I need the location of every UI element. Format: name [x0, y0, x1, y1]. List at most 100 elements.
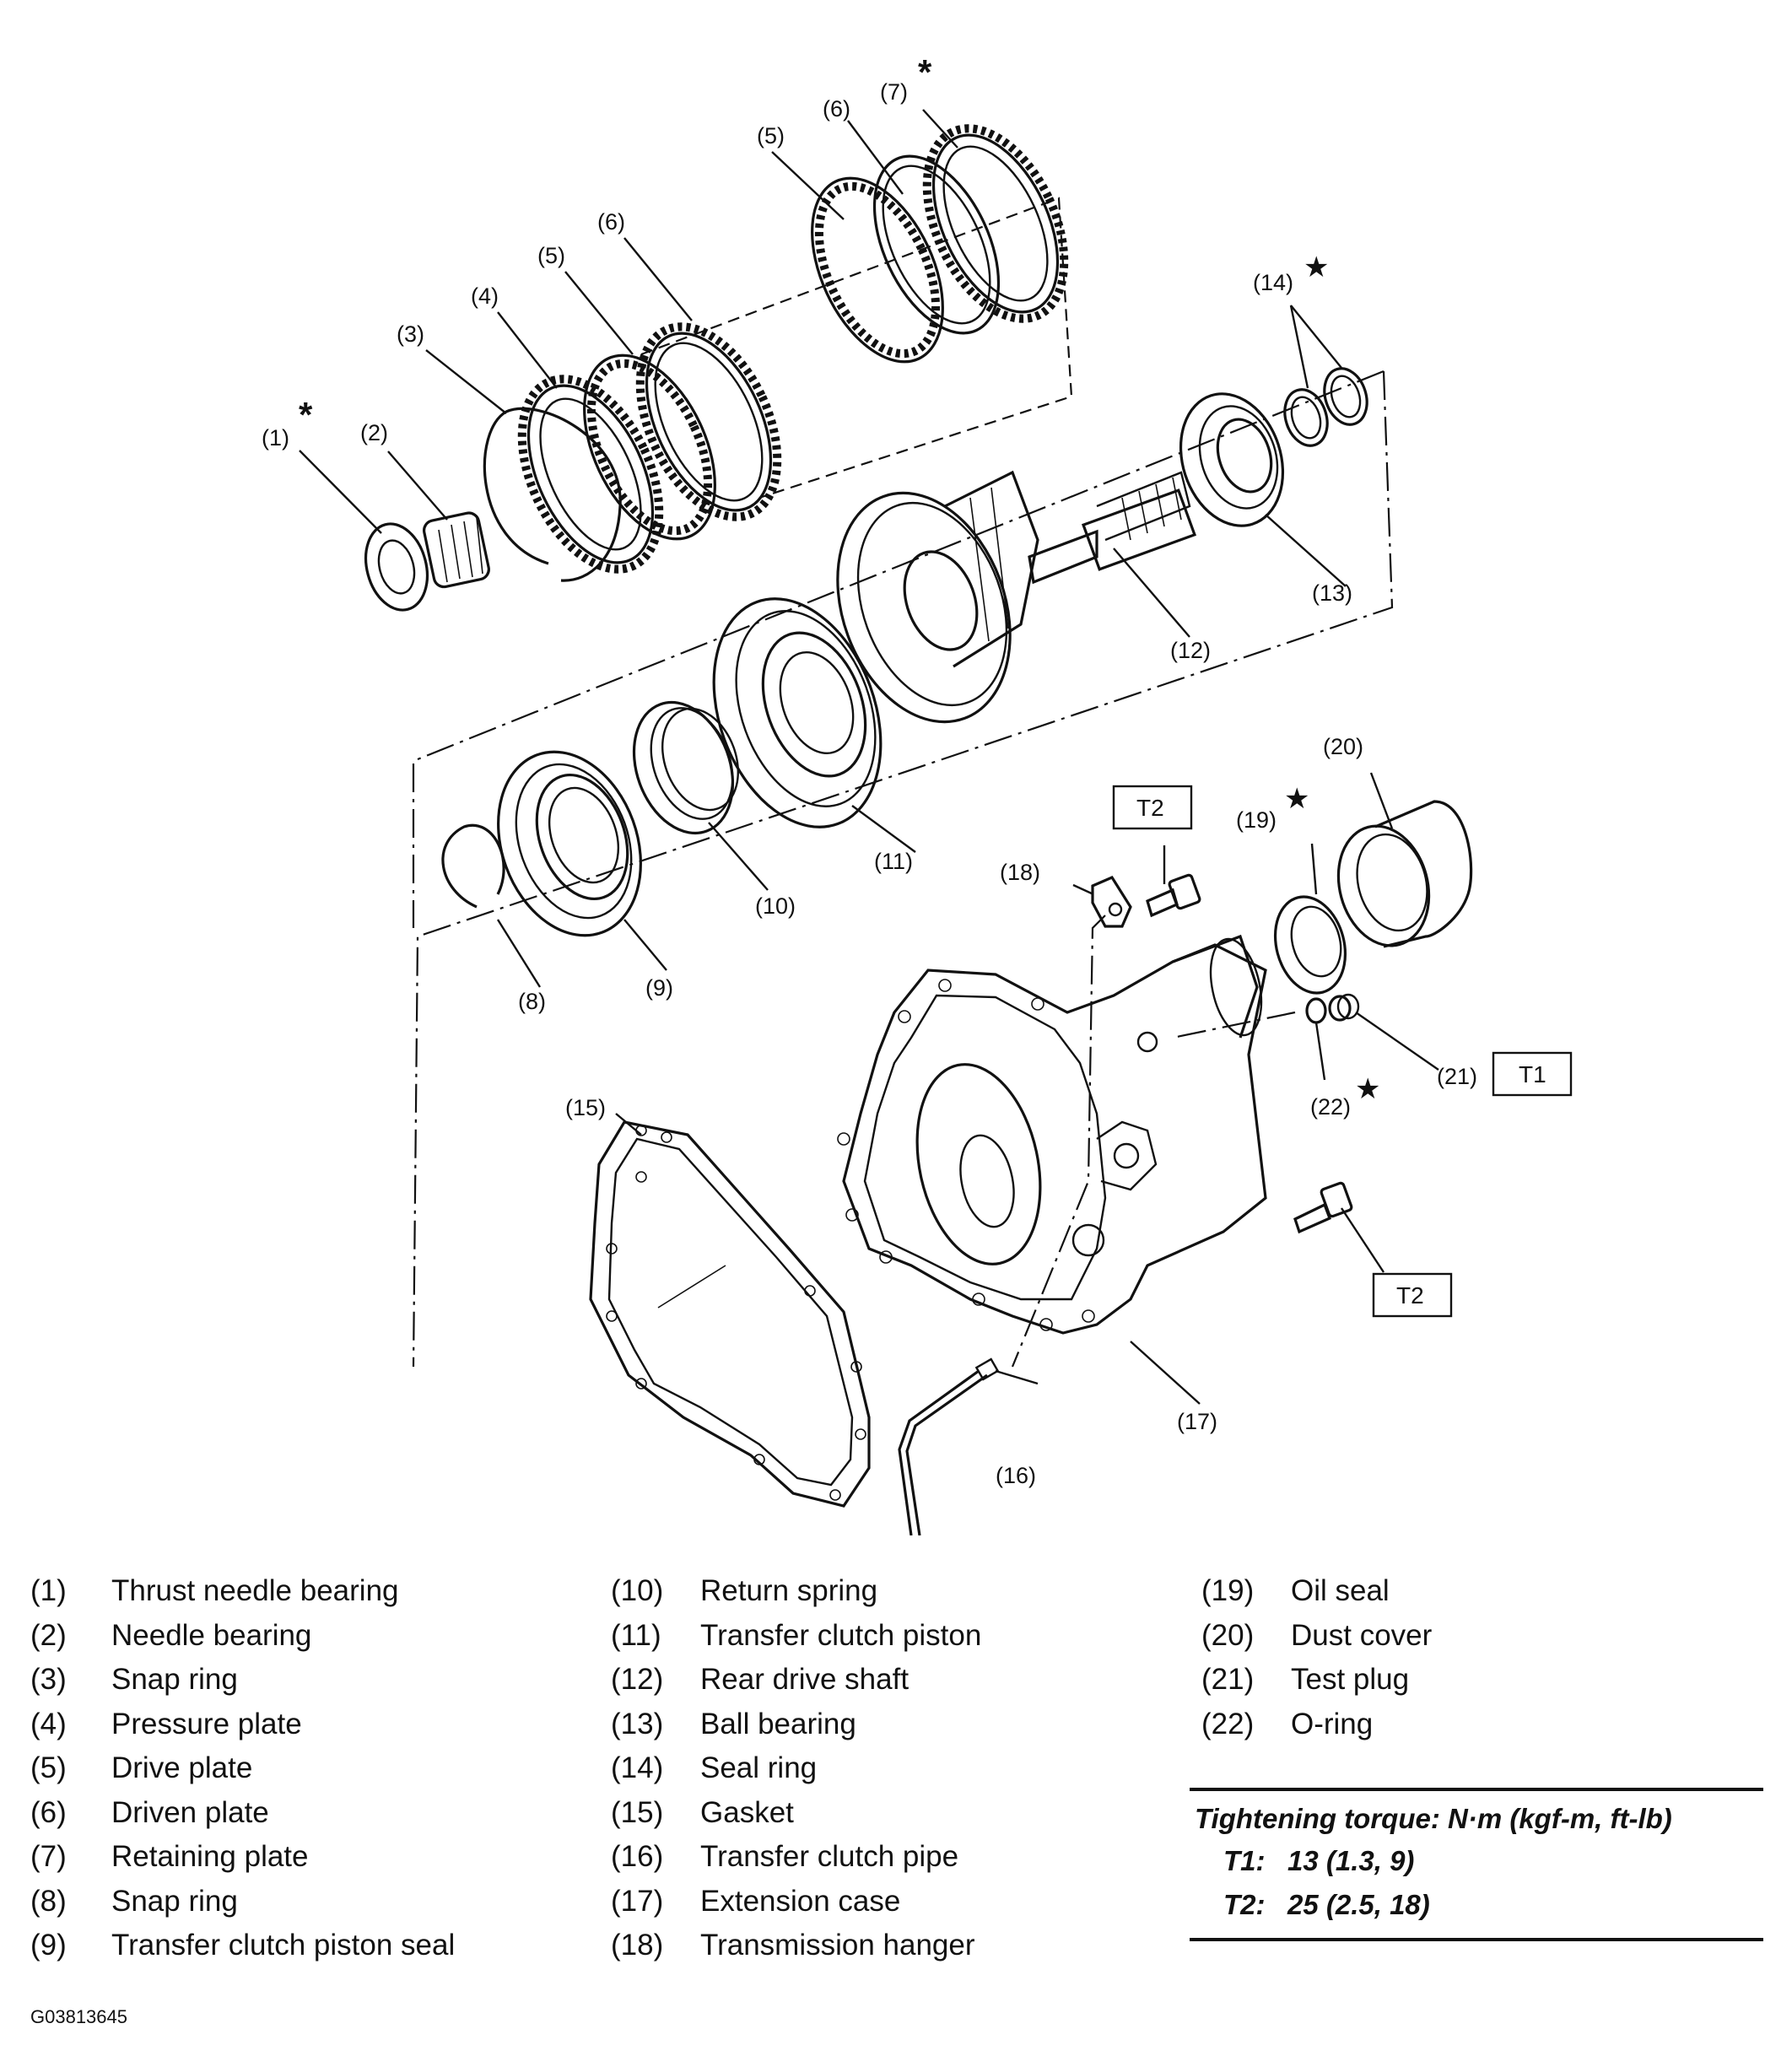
- callout-6-upper: (6): [823, 96, 850, 121]
- legend-item-number: (7): [30, 1840, 67, 1873]
- exploded-view-diagram: (1) (2) (3) (4) (5) (6) (5) (6) (7) (14)…: [262, 52, 1573, 1535]
- callout-3: (3): [397, 321, 424, 347]
- legend-item-label: Extension case: [700, 1884, 901, 1918]
- part-snap-ring-small: [441, 823, 505, 909]
- legend-item-number: (16): [611, 1840, 664, 1873]
- callout-6-lower: (6): [597, 209, 625, 235]
- legend-item: (20)Dust cover: [1201, 1614, 1741, 1659]
- callout-5-lower: (5): [537, 243, 565, 268]
- callout-16: (16): [996, 1463, 1036, 1488]
- legend-item-label: Thrust needle bearing: [111, 1574, 399, 1607]
- legend-item-number: (17): [611, 1884, 664, 1918]
- torque-box-t2-top: T2: [1112, 785, 1193, 830]
- part-extension-case: [837, 934, 1267, 1335]
- legend-item-number: (6): [30, 1795, 67, 1829]
- legend-item-label: Oil seal: [1291, 1574, 1390, 1607]
- callout-21: (21): [1437, 1064, 1477, 1089]
- legend-item-label: Driven plate: [111, 1795, 269, 1829]
- legend-item: (10)Return spring: [611, 1569, 1151, 1614]
- legend-item: (17) Extension case: [611, 1880, 1151, 1924]
- torque-key: T1:: [1223, 1845, 1266, 1876]
- torque-value: 25 (2.5, 18): [1287, 1889, 1430, 1920]
- callout-5-upper: (5): [757, 123, 785, 148]
- part-gasket: [589, 1120, 871, 1508]
- legend-column-2: (10)Return spring (11) Transfer clutch pis…: [611, 1569, 1151, 1968]
- legend-item: (7)Retaining plate: [30, 1835, 570, 1880]
- legend-item-label: Snap ring: [111, 1884, 238, 1918]
- legend-item: (12)Rear drive shaft: [611, 1658, 1151, 1703]
- svg-text:T2: T2: [1136, 795, 1164, 821]
- part-transfer-clutch-piston-seal: [497, 750, 642, 937]
- legend-item-label: Drive plate: [111, 1751, 253, 1784]
- legend-item-label: Pressure plate: [111, 1707, 302, 1740]
- legend-item: (21) Test plug: [1201, 1658, 1741, 1703]
- legend-item: (2)Needle bearing: [30, 1614, 570, 1659]
- legend-item-number: (3): [30, 1663, 67, 1696]
- svg-text:T2: T2: [1396, 1282, 1424, 1309]
- legend-item: (9) Transfer clutch piston seal: [30, 1924, 570, 1968]
- legend-item-number: (22): [1201, 1707, 1255, 1740]
- legend-item-label: Transfer clutch piston: [700, 1618, 982, 1652]
- callout-14: (14): [1253, 270, 1293, 295]
- legend-item: (16) Transfer clutch pipe: [611, 1835, 1151, 1880]
- torque-key: T2:: [1223, 1889, 1266, 1920]
- torque-table-title: Tightening torque: N·m (kgf-m, ft-lb): [1195, 1803, 1672, 1834]
- legend-item: (5) Drive plate: [30, 1746, 570, 1791]
- bolt-top: [1146, 873, 1201, 918]
- callout-7: (7): [880, 79, 908, 105]
- callout-2: (2): [360, 420, 388, 445]
- legend-item: (11) Transfer clutch piston: [611, 1614, 1151, 1659]
- callout-18: (18): [1000, 860, 1040, 885]
- callout-labels: (1) (2) (3) (4) (5) (6) (5) (6) (7) (14)…: [262, 79, 1477, 1488]
- leader-lines: [299, 109, 1439, 1405]
- torque-box-t1: T1: [1492, 1051, 1573, 1097]
- replace-marks: * * ★ ★ ★: [299, 52, 1380, 1105]
- legend-item: (1) Thrust needle bearing: [30, 1569, 570, 1614]
- legend-item-label: Transmission hanger: [700, 1929, 975, 1962]
- legend-column-3: (19)Oil seal(20)Dust cover(21)Test plug(…: [1201, 1569, 1741, 1746]
- callout-1: (1): [262, 425, 289, 451]
- asterisk-mark-7: *: [918, 52, 932, 92]
- callout-9: (9): [645, 975, 673, 1001]
- legend-item: (19)Oil seal: [1201, 1569, 1741, 1614]
- legend-column-1: (1) Thrust needle bearing (2)Needle bearin…: [30, 1569, 570, 1968]
- legend-item-number: (8): [30, 1884, 67, 1918]
- legend-item-label: Dust cover: [1291, 1618, 1433, 1652]
- svg-text:T1: T1: [1519, 1061, 1546, 1087]
- part-transmission-hanger: [1091, 875, 1132, 928]
- torque-box-t2-bottom: T2: [1372, 1272, 1453, 1318]
- legend-item-number: (14): [611, 1751, 664, 1784]
- legend-item-label: Test plug: [1291, 1663, 1410, 1696]
- legend-item: (6) Driven plate: [30, 1791, 570, 1836]
- part-return-spring: [632, 700, 740, 835]
- callout-20: (20): [1323, 734, 1363, 759]
- legend-item-label: Transfer clutch piston seal: [111, 1929, 456, 1962]
- callout-8: (8): [518, 989, 546, 1014]
- legend-item-number: (9): [30, 1929, 67, 1962]
- figure-id: G03813645: [30, 2006, 127, 2027]
- legend-item-label: Transfer clutch pipe: [700, 1840, 959, 1873]
- legend-item-number: (5): [30, 1751, 67, 1784]
- star-mark-22: ★: [1355, 1073, 1380, 1105]
- callout-11: (11): [874, 849, 913, 874]
- part-rear-drive-shaft: [836, 470, 1197, 724]
- bolt-bottom: [1293, 1181, 1353, 1234]
- legend-item: (22) O-ring: [1201, 1703, 1741, 1747]
- part-thrust-needle-bearing: [364, 522, 429, 612]
- legend-item-number: (21): [1201, 1663, 1255, 1696]
- legend-item-number: (18): [611, 1929, 664, 1962]
- legend-item-label: Needle bearing: [111, 1618, 312, 1652]
- callout-13: (13): [1312, 580, 1352, 606]
- star-mark-14: ★: [1304, 251, 1329, 283]
- callout-4: (4): [471, 283, 499, 309]
- callout-15: (15): [565, 1095, 606, 1120]
- legend-item-label: O-ring: [1291, 1707, 1374, 1740]
- part-snap-ring: [483, 407, 622, 582]
- legend-item-number: (11): [611, 1618, 661, 1652]
- legend-item: (13)Ball bearing: [611, 1703, 1151, 1747]
- part-transfer-clutch-piston: [712, 597, 883, 828]
- legend-item-number: (1): [30, 1574, 67, 1607]
- legend-item: (15)Gasket: [611, 1791, 1151, 1836]
- part-needle-bearing: [423, 511, 490, 589]
- star-mark-19: ★: [1284, 783, 1309, 815]
